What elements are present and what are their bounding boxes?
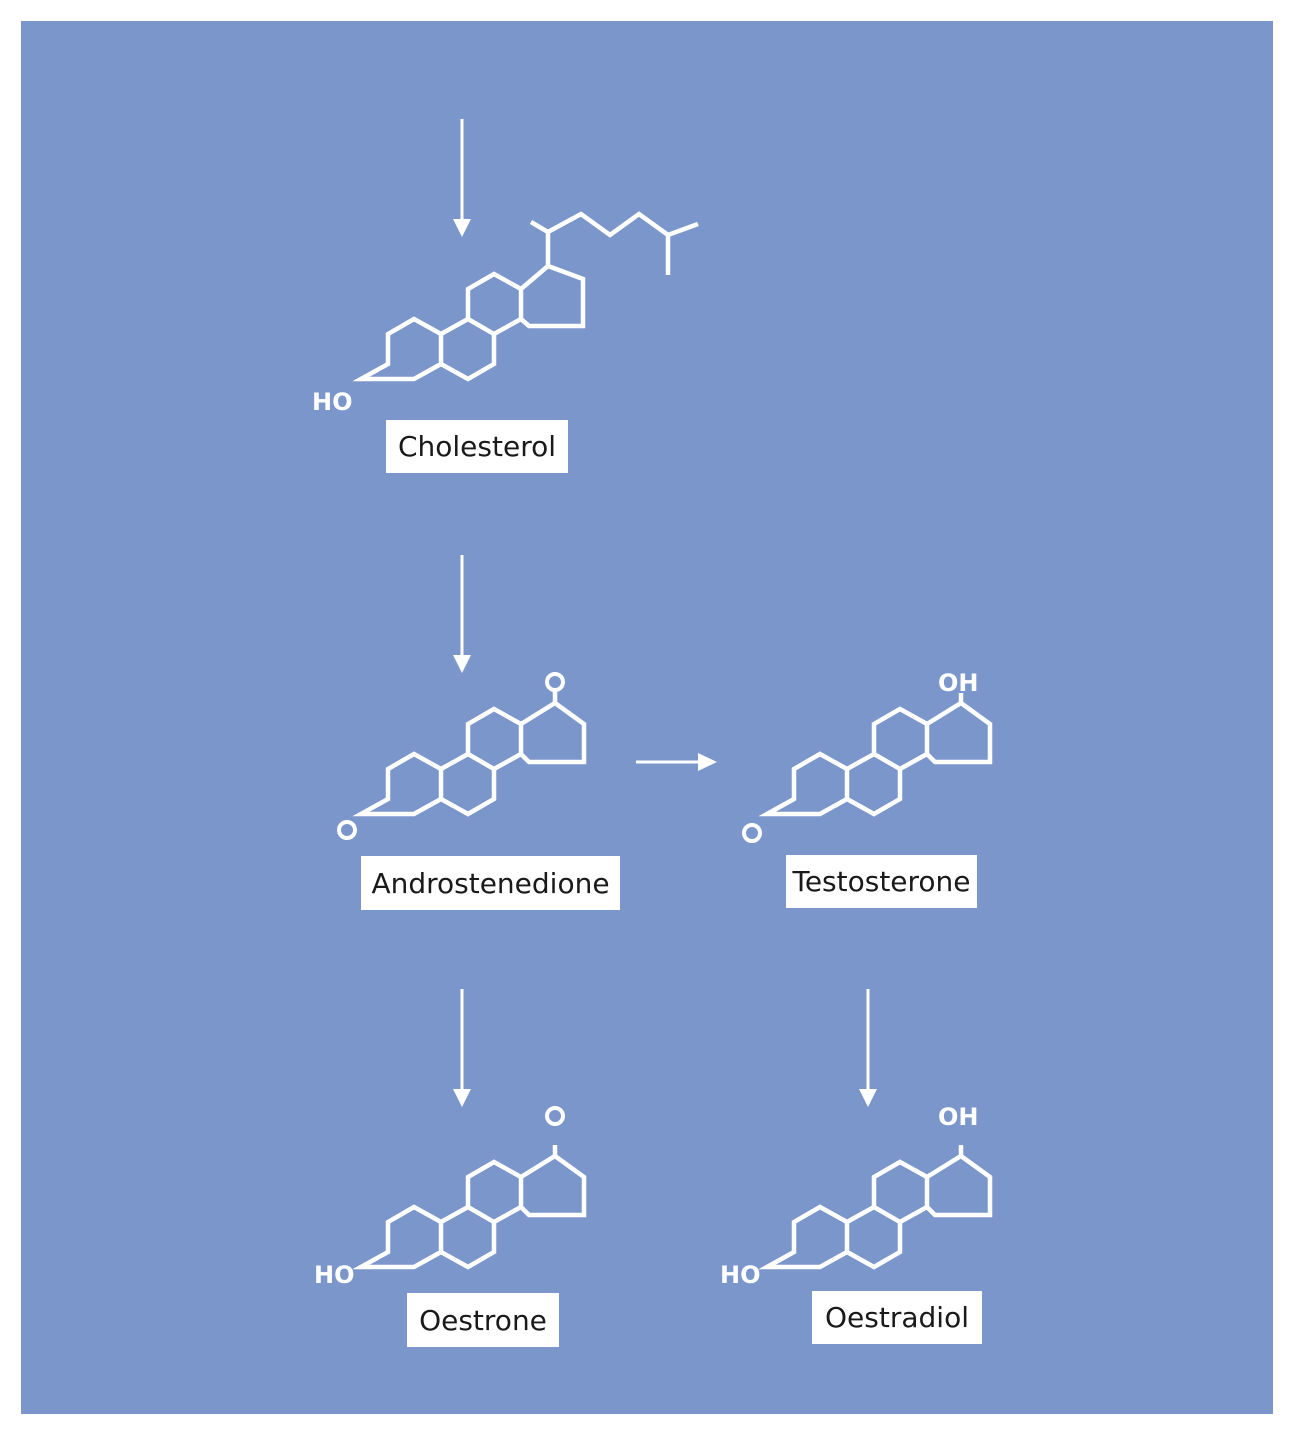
- steroid-pathway-diagram: HO O O O OH HO O HO OH: [21, 21, 1273, 1414]
- androstenedione-label: Androstenedione: [361, 856, 620, 910]
- oestradiol-c17-atom: OH: [938, 1103, 979, 1131]
- oestrone-structure: HO O: [314, 1106, 587, 1289]
- arrow-into-cholesterol: [453, 119, 471, 237]
- oestrone-c3-atom: HO: [314, 1261, 355, 1289]
- arrow-androstenedione-to-testosterone: [636, 753, 717, 771]
- testosterone-label: Testosterone: [786, 855, 977, 908]
- background: [21, 21, 1273, 1414]
- androstenedione-structure: O O: [337, 672, 587, 840]
- cholesterol-structure: HO: [312, 211, 699, 416]
- oestradiol-structure: HO OH: [720, 1103, 993, 1289]
- oestradiol-c3-atom: HO: [720, 1261, 761, 1289]
- oestrone-label: Oestrone: [407, 1293, 559, 1347]
- testosterone-structure: O OH: [742, 669, 993, 843]
- testosterone-c17-atom: OH: [938, 669, 979, 697]
- diagram-panel: HO O O O OH HO O HO OH Cholesterol Andr: [21, 21, 1273, 1414]
- arrow-testosterone-to-oestradiol: [859, 989, 877, 1107]
- arrow-androstenedione-to-oestrone: [453, 989, 471, 1107]
- cholesterol-c3-atom: HO: [312, 388, 353, 416]
- oestradiol-label: Oestradiol: [812, 1291, 982, 1344]
- cholesterol-label: Cholesterol: [386, 420, 568, 473]
- arrow-cholesterol-to-androstenedione: [453, 555, 471, 673]
